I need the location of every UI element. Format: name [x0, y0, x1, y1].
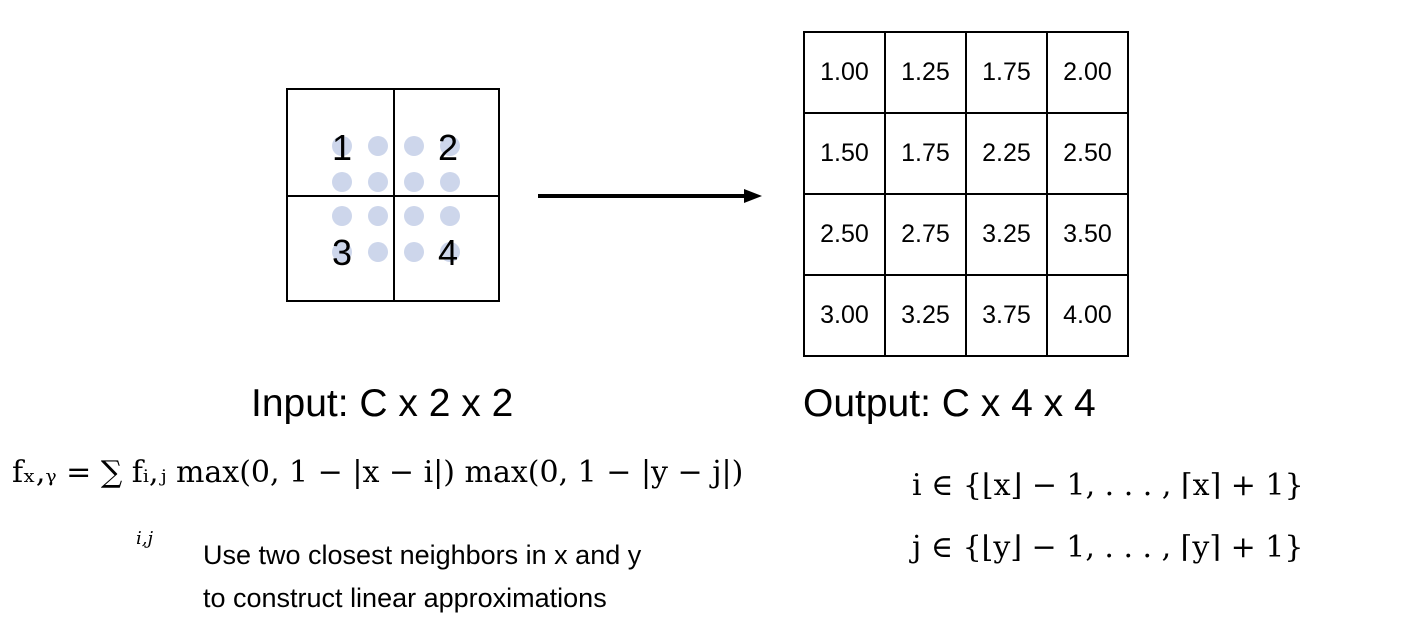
- sample-dot: [368, 136, 388, 156]
- sample-dot: [368, 172, 388, 192]
- sample-dot: [440, 206, 460, 226]
- output-cell: 3.50: [1046, 193, 1129, 276]
- output-cell: 1.25: [884, 31, 967, 114]
- note-line-1: Use two closest neighbors in x and y: [203, 540, 642, 570]
- sample-dot: [404, 242, 424, 262]
- j-range: j ∈ {⌊y⌋ − 1, . . . , ⌈y⌉ + 1}: [912, 530, 1304, 565]
- output-cell: 2.50: [1046, 112, 1129, 195]
- grid-divider-horizontal: [288, 195, 498, 197]
- output-cell: 1.00: [803, 31, 886, 114]
- input-value-3: 3: [331, 232, 353, 273]
- output-cell: 3.25: [965, 193, 1048, 276]
- output-cell: 3.75: [965, 274, 1048, 357]
- output-cell: 3.00: [803, 274, 886, 357]
- output-cell: 2.00: [1046, 31, 1129, 114]
- output-cell: 1.50: [803, 112, 886, 195]
- output-cell: 4.00: [1046, 274, 1129, 357]
- output-caption: Output: C x 4 x 4: [803, 382, 1096, 425]
- sample-dot: [440, 136, 460, 156]
- i-range: i ∈ {⌊x⌋ − 1, . . . , ⌈x⌉ + 1}: [912, 468, 1304, 503]
- input-value-1: 1: [331, 127, 353, 168]
- output-cell: 2.25: [965, 112, 1048, 195]
- sample-dot: [332, 206, 352, 226]
- sample-dot: [404, 206, 424, 226]
- output-cell: 1.75: [884, 112, 967, 195]
- sample-dot: [440, 242, 460, 262]
- sample-dot: [332, 242, 352, 262]
- sample-dot: [332, 136, 352, 156]
- sample-dot: [368, 206, 388, 226]
- sample-dot: [332, 172, 352, 192]
- sample-dot: [404, 172, 424, 192]
- input-value-4: 4: [437, 232, 459, 273]
- note-line-2: to construct linear approximations: [203, 583, 607, 613]
- sample-dot: [368, 242, 388, 262]
- input-value-2: 2: [437, 127, 459, 168]
- sample-dot: [440, 172, 460, 192]
- input-caption: Input: C x 2 x 2: [251, 382, 514, 425]
- sum-subscript: i,j: [136, 528, 154, 549]
- output-cell: 2.50: [803, 193, 886, 276]
- sample-dot: [404, 136, 424, 156]
- input-grid: 1 2 3 4: [286, 88, 500, 302]
- interpolation-formula: fₓ,ᵧ = ∑ fᵢ,ⱼ max(0, 1 − |x − i|) max(0,…: [12, 455, 744, 490]
- output-cell: 3.25: [884, 274, 967, 357]
- output-cell: 2.75: [884, 193, 967, 276]
- arrow-icon: [538, 189, 762, 203]
- output-cell: 1.75: [965, 31, 1048, 114]
